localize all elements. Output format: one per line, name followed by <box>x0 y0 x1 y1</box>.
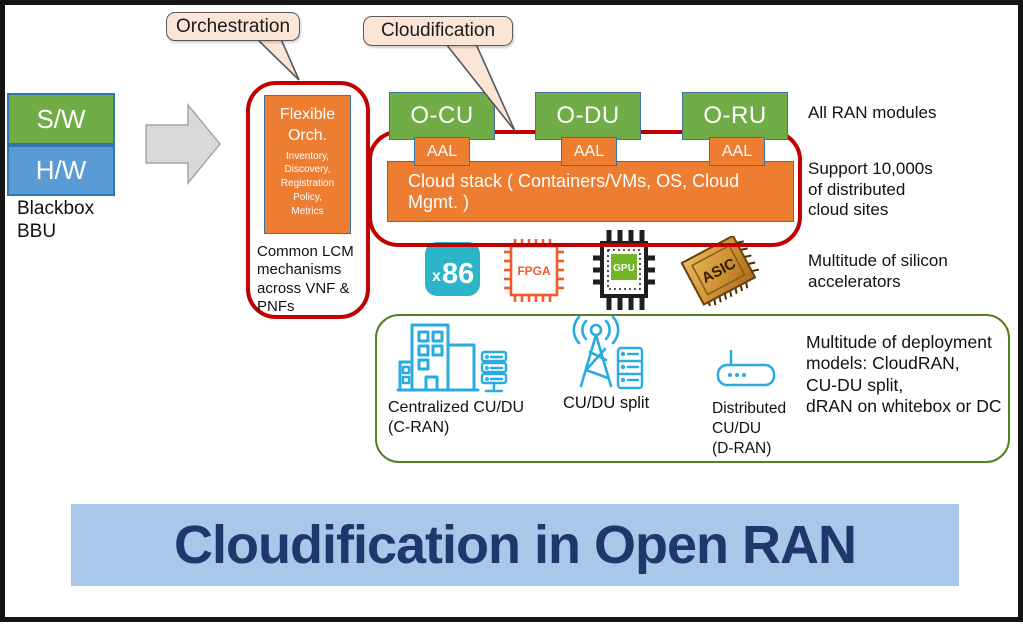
annotation-deployment: Multitude of deployment models: CloudRAN… <box>806 332 1002 417</box>
x86-small-label: x <box>432 268 441 285</box>
annotation-all-ran: All RAN modules <box>808 103 937 122</box>
orchestration-callout-tail-icon <box>255 39 300 81</box>
common-lcm-caption: Common LCM mechanisms across VNF & PNFs <box>257 243 354 315</box>
aal-badge-odu: AAL <box>561 137 617 166</box>
sw-box: S/W <box>7 93 115 145</box>
flexible-orch-title: Flexible Orch. <box>279 106 336 144</box>
x86-big-label: 86 <box>442 258 474 290</box>
aal-badge-ocu: AAL <box>414 137 470 166</box>
fpga-label: FPGA <box>517 264 551 278</box>
flexible-orch-details: Inventory, Discovery, Registration Polic… <box>280 150 335 217</box>
hw-box: H/W <box>7 145 115 196</box>
module-box-oru: O-RU <box>682 92 788 140</box>
x86-chip-icon: x 86 <box>425 242 480 296</box>
ocu-label: O-CU <box>410 102 474 129</box>
fpga-chip-icon: FPGA <box>504 239 564 302</box>
module-box-odu: O-DU <box>535 92 641 140</box>
annotation-silicon: Multitude of silicon accelerators <box>808 251 948 291</box>
hw-label: H/W <box>35 155 87 185</box>
router-icon <box>716 350 776 387</box>
label-centralized-cu-du: Centralized CU/DU (C-RAN) <box>388 399 525 436</box>
flexible-orch-box: Flexible Orch. Inventory, Discovery, Reg… <box>264 95 351 234</box>
cloudification-callout-label: Cloudification <box>380 20 496 41</box>
cloud-stack-label: Cloud stack ( Containers/VMs, OS, Cloud … <box>408 170 740 212</box>
sw-label: S/W <box>36 103 86 134</box>
deployment-outline <box>375 314 1010 463</box>
annotation-cloud-sites: Support 10,000s of distributed cloud sit… <box>808 159 933 220</box>
cloud-stack-bar: Cloud stack ( Containers/VMs, OS, Cloud … <box>387 161 794 222</box>
aal-badge-oru: AAL <box>709 137 765 166</box>
orchestration-callout: Orchestration <box>166 12 300 41</box>
aal-label: AAL <box>426 142 458 160</box>
module-box-ocu: O-CU <box>389 92 495 140</box>
aal-label: AAL <box>573 142 605 160</box>
orchestration-callout-label: Orchestration <box>175 15 291 37</box>
aal-label: AAL <box>721 142 753 160</box>
slide-title: Cloudification in Open RAN <box>174 515 857 575</box>
gpu-label: GPU <box>613 263 635 274</box>
label-distributed-cu-du: Distributed CU/DU (D-RAN) <box>712 400 787 458</box>
gpu-chip-icon: GPU <box>593 230 655 310</box>
cloudification-callout: Cloudification <box>363 16 513 46</box>
oru-label: O-RU <box>703 102 767 129</box>
transform-arrow-icon <box>145 102 221 186</box>
building-servers-icon <box>396 323 508 393</box>
blackbox-bbu-caption: Blackbox BBU <box>17 198 95 242</box>
antenna-server-icon <box>572 316 644 390</box>
asic-chip-icon: ASIC <box>680 236 760 306</box>
label-cu-du-split: CU/DU split <box>563 394 650 412</box>
title-banner: Cloudification in Open RAN <box>71 504 959 586</box>
cloudification-callout-tail-icon <box>444 44 516 132</box>
odu-label: O-DU <box>556 102 620 129</box>
